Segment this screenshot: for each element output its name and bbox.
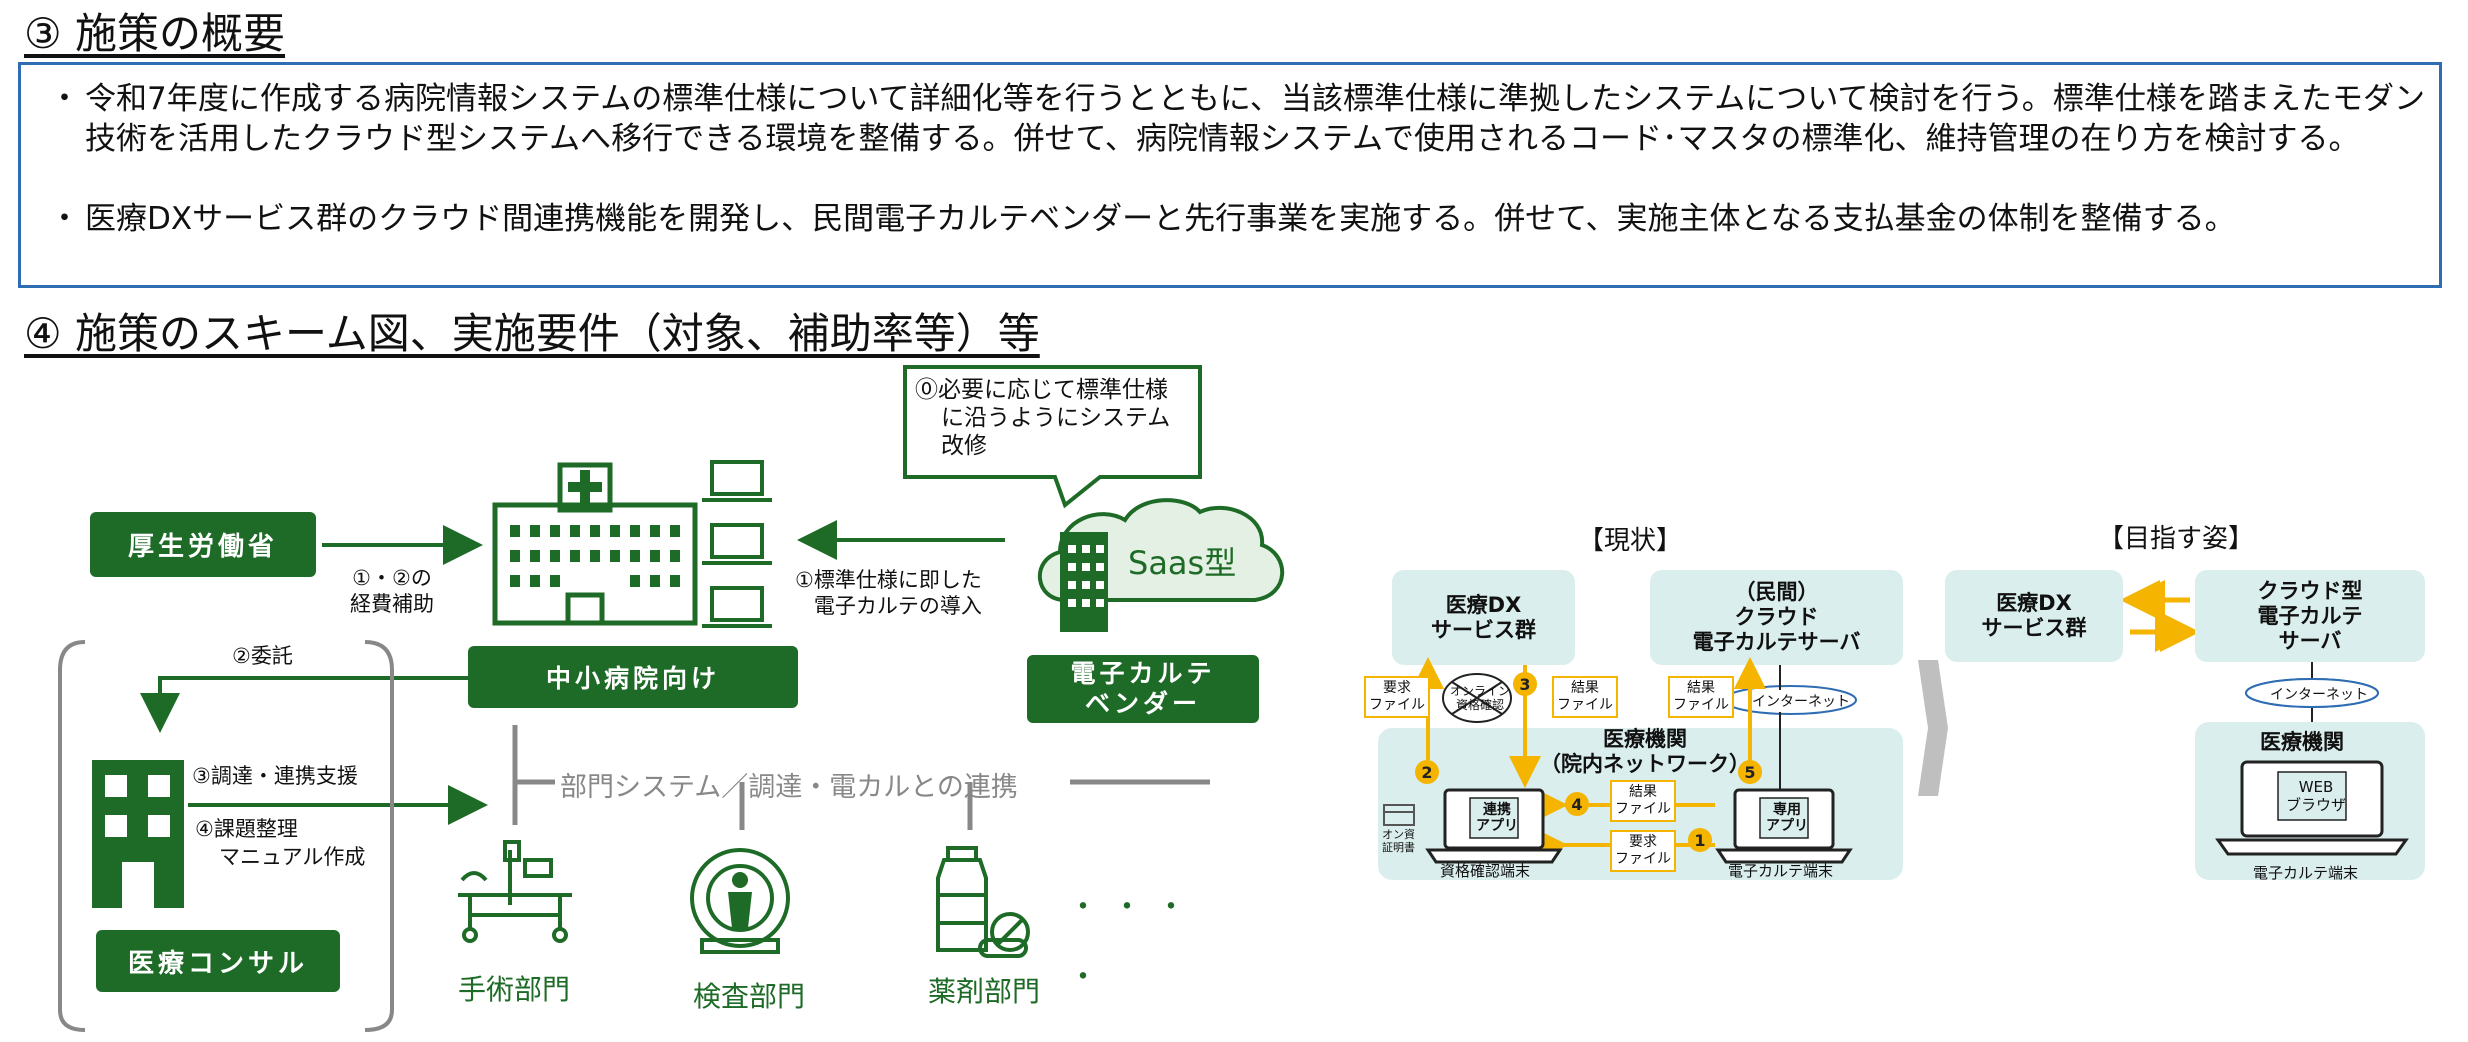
terminal-qual-label: 資格確認端末 — [1440, 862, 1531, 880]
section3-title: ③ 施策の概要 — [24, 9, 286, 58]
saas-label: Saas型 — [1128, 544, 1237, 582]
target-cloud-box: クラウド型 電子カルテ サーバ — [2195, 570, 2425, 662]
transition-chevron-icon — [1918, 660, 1948, 796]
dept-exam: 検査部門 — [693, 980, 806, 1013]
callout-bubble — [903, 365, 1202, 509]
browser-label: WEB ブラウザ — [2286, 778, 2347, 814]
dept-link-label: 部門システム／調達・電カルとの連携 — [560, 772, 1018, 803]
vendor-line2: ベンダー — [1084, 689, 1201, 718]
facility-label: 医療機関 （院内ネットワーク） — [1540, 727, 1750, 776]
support-label: ③調達・連携支援 — [192, 764, 358, 788]
terminal-emr-label: 電子カルテ端末 — [1728, 862, 1834, 880]
current-title: 【現状】 — [1578, 526, 1683, 556]
dedicated-app-label: 専用 アプリ — [1766, 802, 1808, 834]
step-number: 2 — [1415, 760, 1439, 784]
laptop-icon — [702, 460, 772, 628]
target-facility-label: 医療機関 — [2260, 730, 2344, 754]
hospital-windows-icon — [510, 525, 680, 587]
hospital-icon — [492, 462, 698, 626]
overview-bullet-2: 医療DXサービス群のクラウド間連携機能を開発し、民間電子カルテベンダーと先行事業… — [85, 201, 2236, 237]
issue-line1: ④課題整理 — [195, 817, 298, 841]
target-terminal-label: 電子カルテ端末 — [2253, 864, 2359, 882]
dept-more-single: ・ — [1068, 960, 1098, 995]
subsidy-line2: 経費補助 — [350, 592, 434, 616]
overview-box: ・ 令和7年度に作成する病院情報システムの標準仕様について詳細化等を行うとともに… — [18, 62, 2442, 288]
target-title: 【目指す姿】 — [2098, 524, 2255, 554]
step-number: 1 — [1688, 828, 1712, 852]
request-file-tag: 要求 ファイル — [1364, 676, 1430, 718]
hospital-box: 中小病院向け — [468, 646, 798, 708]
issue-line2: マニュアル作成 — [219, 845, 366, 869]
result-file-tag: 結果 ファイル — [1610, 780, 1676, 822]
subsidy-line1: ①・②の — [352, 566, 432, 590]
callout-line2: に沿うようにシステム — [941, 405, 1171, 431]
target-internet-label: インターネット — [2270, 687, 2368, 703]
dept-surgery: 手術部門 — [458, 973, 571, 1006]
renkei-app-label: 連携 アプリ — [1476, 802, 1518, 834]
vendor-box: 電子カルテ ベンダー — [1027, 655, 1259, 723]
subsidy-label: ①・②の 経費補助 — [350, 565, 434, 617]
callout-line1: ⓪必要に応じて標準仕様 — [915, 377, 1168, 403]
issue-label: ④課題整理 マニュアル作成 — [195, 815, 365, 871]
result-file-tag: 結果 ファイル — [1552, 676, 1618, 718]
itaku-label: ②委託 — [232, 644, 293, 668]
certificate-label: オン資 証明書 — [1382, 828, 1415, 854]
step-number: 5 — [1738, 760, 1762, 784]
bullet-mark: ・ — [49, 81, 80, 117]
overview-bullet-1: 令和7年度に作成する病院情報システムの標準仕様について詳細化等を行うとともに、当… — [85, 81, 2425, 157]
callout-line3: 改修 — [941, 433, 987, 459]
bullet-mark: ・ — [49, 201, 80, 237]
internet-label: インターネット — [1752, 694, 1850, 710]
dept-pharmacy: 薬剤部門 — [928, 975, 1041, 1008]
intro-label: ①標準仕様に即した 電子カルテの導入 — [795, 567, 982, 619]
dept-more: ・・・ — [1068, 890, 1200, 925]
vendor-line1: 電子カルテ — [1070, 659, 1216, 688]
current-cloud-server-box: （民間） クラウド 電子カルテサーバ — [1650, 570, 1903, 665]
surgery-icon — [458, 840, 572, 943]
dept-connector — [512, 725, 1210, 830]
mhlw-box: 厚生労働省 — [90, 512, 316, 577]
request-file-tag: 要求 ファイル — [1610, 830, 1676, 872]
section4-title: ④ 施策のスキーム図、実施要件（対象、補助率等）等 — [24, 309, 1040, 358]
intro-line2: 電子カルテの導入 — [813, 594, 982, 618]
step-number: 3 — [1513, 672, 1537, 696]
current-dx-box: 医療DX サービス群 — [1392, 570, 1575, 665]
exam-ct-icon — [690, 848, 790, 954]
step-number: 4 — [1565, 792, 1589, 816]
hospital-cross-icon — [568, 470, 602, 504]
consul-box: 医療コンサル — [96, 930, 340, 992]
consul-building-icon — [92, 760, 184, 908]
intro-line1: ①標準仕様に即した — [795, 568, 982, 592]
arrow-itaku — [140, 676, 470, 733]
pharmacy-icon — [936, 846, 1030, 958]
result-file-tag: 結果 ファイル — [1668, 676, 1734, 718]
consul-bracket — [58, 640, 394, 1032]
online-label: オンライン 資格確認 — [1450, 684, 1511, 712]
callout-text: ⓪必要に応じて標準仕様 に沿うようにシステム 改修 — [915, 376, 1170, 460]
target-dx-box: 医療DX サービス群 — [1945, 570, 2123, 662]
